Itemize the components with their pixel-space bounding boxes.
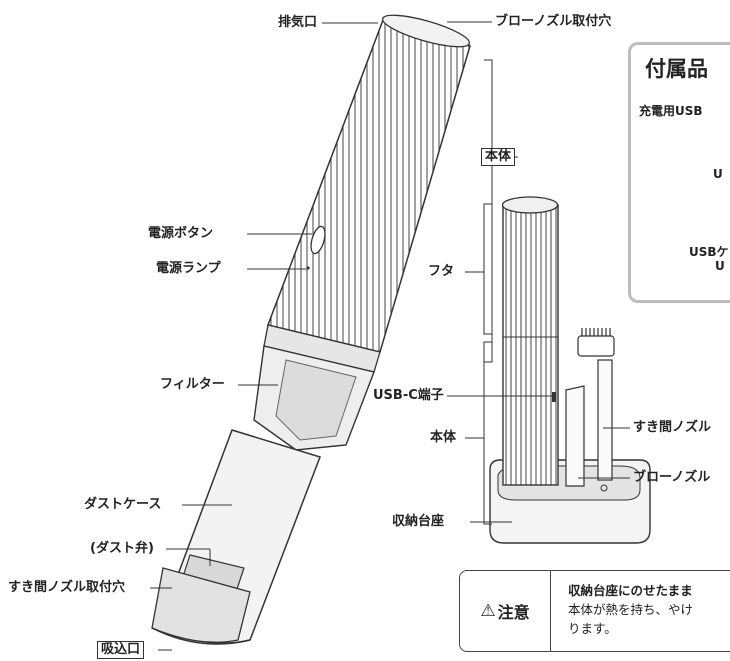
leader-lines-right (447, 203, 630, 525)
label-intake: 吸込口 (97, 641, 145, 659)
caution-header: ⚠ 注意 (460, 571, 551, 651)
filter-part (253, 345, 375, 451)
stand-unit (489, 196, 651, 544)
accessories-title: 付属品 (645, 57, 708, 81)
label-exhaust: 排気口 (278, 15, 318, 30)
dust-case-part (151, 429, 321, 645)
caution-line-3: ります。 (568, 621, 617, 636)
vacuum-main-body (263, 14, 471, 373)
accessories-cable-label: 充電用USB (639, 104, 703, 118)
caution-line-1: 収納台座にのせたまま (568, 583, 693, 598)
label-usbc-port: USB-C端子 (373, 388, 444, 403)
label-crevice-nozzle: すき間ノズル (633, 420, 712, 435)
label-filter: フィルター (160, 377, 225, 392)
power-lamp-dot (306, 266, 310, 270)
warning-triangle-icon: ⚠ (480, 601, 496, 621)
label-main-body-stand: 本体 (430, 430, 457, 445)
label-dust-case: ダストケース (84, 497, 162, 512)
caution-line-2: 本体が熱を持ち、やけ (568, 602, 694, 617)
label-main-body: 本体 (481, 148, 516, 166)
label-power-lamp: 電源ランプ (156, 261, 221, 276)
label-power-button: 電源ボタン (148, 226, 214, 241)
usb-end-label-b: USBケ (689, 245, 729, 259)
label-lid: フタ (428, 264, 455, 279)
label-crevice-port: すき間ノズル取付穴 (8, 580, 126, 595)
label-dust-valve: (ダスト弁) (90, 541, 154, 556)
power-button-shape (310, 225, 326, 255)
label-blow-nozzle: ブローノズル (633, 470, 711, 485)
label-storage-base: 収納台座 (392, 514, 445, 529)
usb-end-label-c: U (715, 259, 725, 273)
accessories-panel: 付属品 充電用USB U USBケ U (628, 42, 730, 303)
label-blow-nozzle-port: ブローノズル取付穴 (495, 14, 612, 29)
usb-end-label-a: U (713, 167, 723, 181)
caution-heading: 注意 (497, 603, 530, 622)
caution-box: ⚠ 注意 収納台座にのせたまま 本体が熱を持ち、やけ ります。 (459, 570, 730, 652)
